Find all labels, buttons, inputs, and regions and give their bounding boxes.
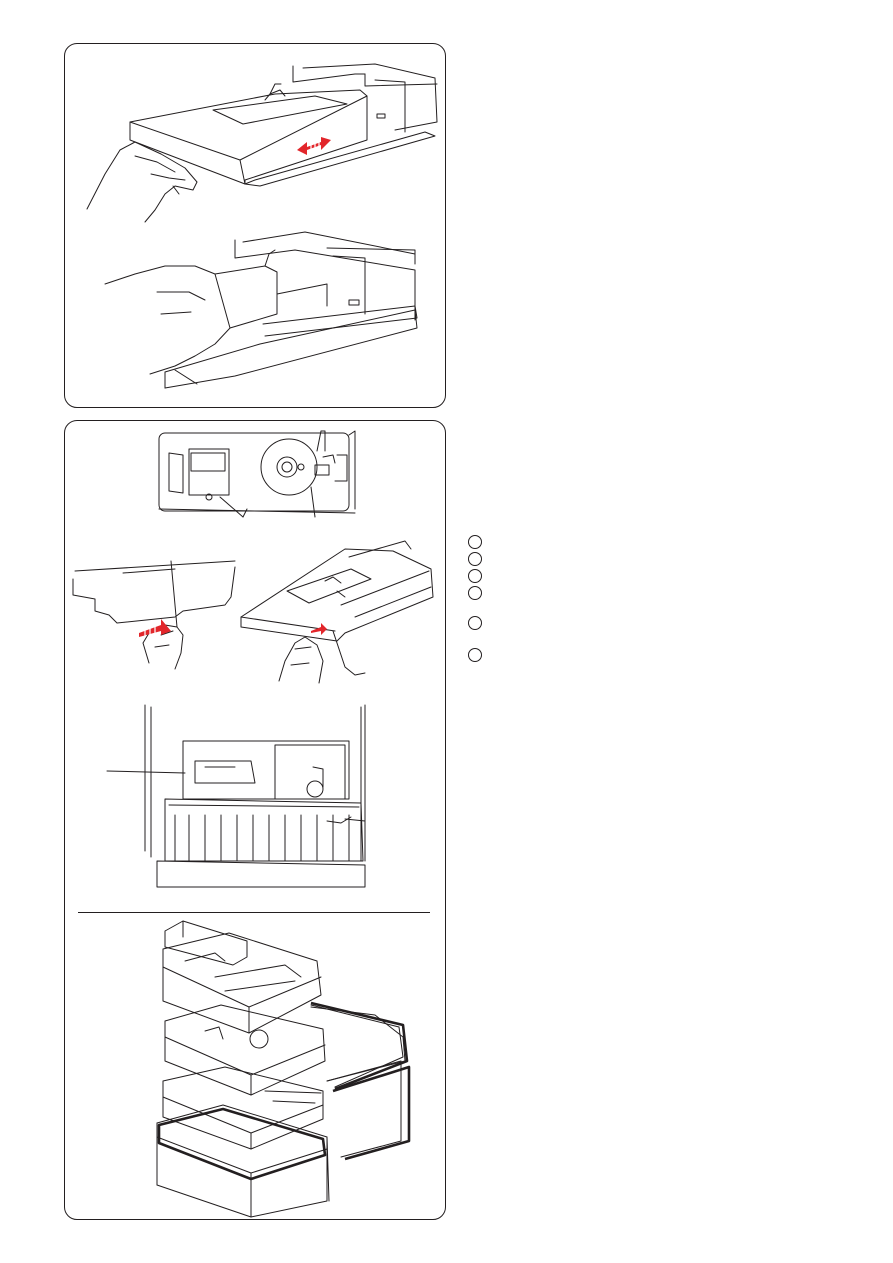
extension-table-illustration: [86, 63, 438, 389]
callout-marker: [468, 586, 482, 600]
figure-panel-extension-table: [64, 43, 446, 408]
callout-marker-column: [468, 535, 498, 665]
callout-marker: [468, 535, 482, 549]
callout-marker: [468, 552, 482, 566]
figure-panel-accessory-storage: [64, 420, 446, 1220]
callout-marker: [468, 648, 482, 662]
accessory-storage-illustration: [72, 430, 434, 1218]
callout-marker: [468, 616, 482, 630]
callout-marker: [468, 569, 482, 583]
section-divider: [78, 912, 430, 913]
